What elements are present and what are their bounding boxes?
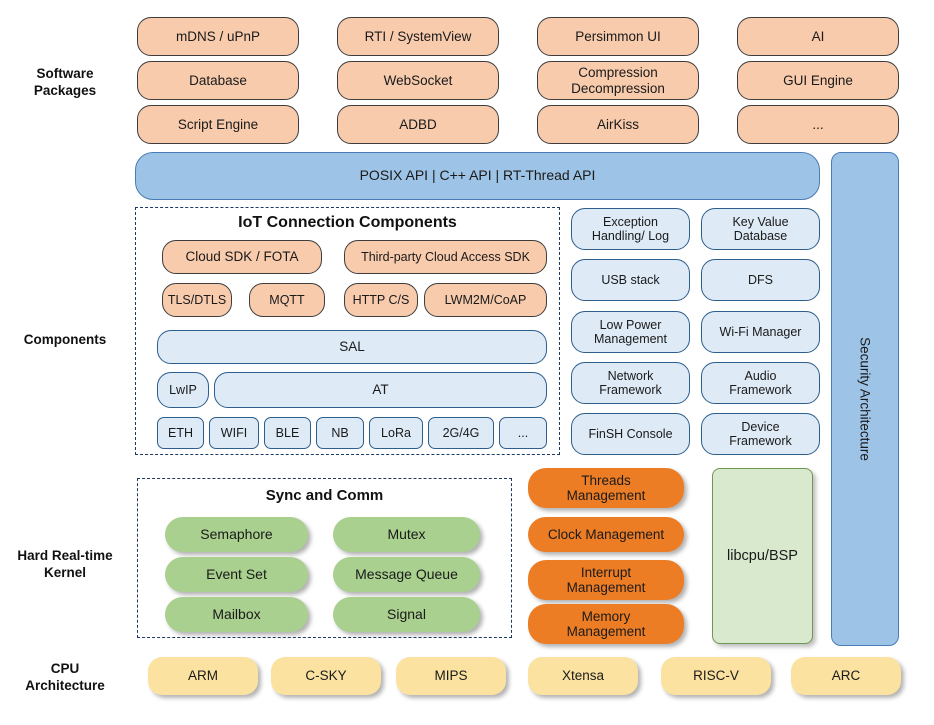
cpu-architecture-box[interactable]: RISC-V bbox=[661, 657, 771, 695]
kernel-sync-box[interactable]: Mutex bbox=[333, 517, 480, 552]
software-package-box[interactable]: Script Engine bbox=[137, 105, 299, 144]
kernel-sync-box[interactable]: Mailbox bbox=[165, 597, 308, 632]
kernel-sync-box[interactable]: Signal bbox=[333, 597, 480, 632]
component-box[interactable]: Device Framework bbox=[701, 413, 820, 455]
libcpu-bsp-box[interactable]: libcpu/BSP bbox=[712, 468, 813, 644]
iot-cloud-sdk-box[interactable]: Third-party Cloud Access SDK bbox=[344, 240, 547, 274]
iot-lwip-box[interactable]: LwIP bbox=[157, 372, 209, 408]
iot-link-box[interactable]: NB bbox=[316, 417, 364, 449]
row-label-software-packages: Software Packages bbox=[33, 66, 97, 98]
kernel-management-box[interactable]: Memory Management bbox=[528, 604, 684, 644]
row-label-cpu-architecture: CPU Architecture bbox=[25, 661, 105, 693]
cpu-architecture-box[interactable]: Xtensa bbox=[528, 657, 638, 695]
component-box[interactable]: Network Framework bbox=[571, 362, 690, 404]
cpu-architecture-box[interactable]: ARM bbox=[148, 657, 258, 695]
iot-link-box[interactable]: ... bbox=[499, 417, 547, 449]
row-label-kernel: Hard Real-time Kernel bbox=[17, 548, 113, 580]
component-box[interactable]: Audio Framework bbox=[701, 362, 820, 404]
component-box[interactable]: Low Power Management bbox=[571, 311, 690, 353]
component-box[interactable]: DFS bbox=[701, 259, 820, 301]
iot-connection-components-group bbox=[135, 207, 560, 455]
sync-and-comm-title: Sync and Comm bbox=[265, 487, 384, 504]
software-package-box[interactable]: ADBD bbox=[337, 105, 499, 144]
row-label-components: Components bbox=[23, 331, 107, 347]
software-package-box[interactable]: AirKiss bbox=[537, 105, 699, 144]
api-bar[interactable]: POSIX API | C++ API | RT-Thread API bbox=[135, 152, 820, 200]
iot-protocol-box[interactable]: TLS/DTLS bbox=[162, 283, 232, 317]
component-box[interactable]: Exception Handling/ Log bbox=[571, 208, 690, 250]
iot-protocol-box[interactable]: LWM2M/CoAP bbox=[424, 283, 547, 317]
iot-protocol-box[interactable]: HTTP C/S bbox=[344, 283, 418, 317]
iot-link-box[interactable]: 2G/4G bbox=[428, 417, 494, 449]
iot-link-box[interactable]: LoRa bbox=[369, 417, 423, 449]
kernel-management-box[interactable]: Clock Management bbox=[528, 517, 684, 552]
iot-link-box[interactable]: WIFI bbox=[209, 417, 259, 449]
iot-link-box[interactable]: ETH bbox=[157, 417, 204, 449]
software-package-box[interactable]: Compression Decompression bbox=[537, 61, 699, 100]
iot-link-box[interactable]: BLE bbox=[264, 417, 311, 449]
iot-cloud-sdk-box[interactable]: Cloud SDK / FOTA bbox=[162, 240, 322, 274]
component-box[interactable]: USB stack bbox=[571, 259, 690, 301]
security-architecture-label: Security Architecture bbox=[857, 337, 873, 461]
iot-connection-components-title: IoT Connection Components bbox=[238, 214, 457, 231]
cpu-architecture-box[interactable]: ARC bbox=[791, 657, 901, 695]
component-box[interactable]: FinSH Console bbox=[571, 413, 690, 455]
software-package-box[interactable]: RTI / SystemView bbox=[337, 17, 499, 56]
software-package-box[interactable]: Database bbox=[137, 61, 299, 100]
iot-sal-box[interactable]: SAL bbox=[157, 330, 547, 364]
kernel-sync-box[interactable]: Message Queue bbox=[333, 557, 480, 592]
component-box[interactable]: Key Value Database bbox=[701, 208, 820, 250]
software-package-box[interactable]: GUI Engine bbox=[737, 61, 899, 100]
kernel-sync-box[interactable]: Event Set bbox=[165, 557, 308, 592]
iot-protocol-box[interactable]: MQTT bbox=[249, 283, 325, 317]
sync-and-comm-group bbox=[137, 478, 512, 638]
component-box[interactable]: Wi-Fi Manager bbox=[701, 311, 820, 353]
cpu-architecture-box[interactable]: C-SKY bbox=[271, 657, 381, 695]
software-package-box[interactable]: mDNS / uPnP bbox=[137, 17, 299, 56]
software-package-box[interactable]: AI bbox=[737, 17, 899, 56]
software-package-box[interactable]: WebSocket bbox=[337, 61, 499, 100]
software-package-box[interactable]: Persimmon UI bbox=[537, 17, 699, 56]
kernel-management-box[interactable]: Interrupt Management bbox=[528, 560, 684, 600]
iot-at-box[interactable]: AT bbox=[214, 372, 547, 408]
cpu-architecture-box[interactable]: MIPS bbox=[396, 657, 506, 695]
software-package-box[interactable]: ... bbox=[737, 105, 899, 144]
kernel-management-box[interactable]: Threads Management bbox=[528, 468, 684, 508]
security-architecture-bar[interactable]: Security Architecture bbox=[831, 152, 899, 646]
kernel-sync-box[interactable]: Semaphore bbox=[165, 517, 308, 552]
